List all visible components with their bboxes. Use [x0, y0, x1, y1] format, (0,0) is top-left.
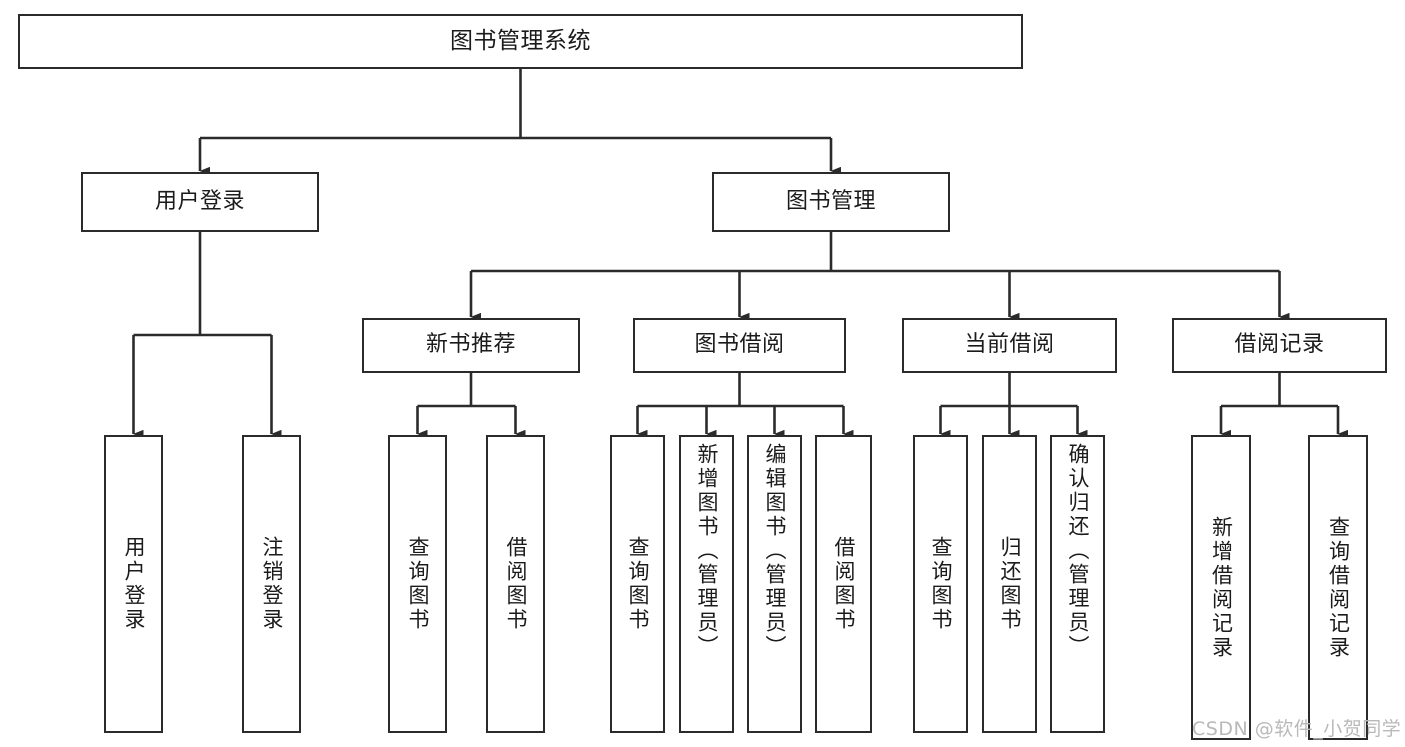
node-label-leaf-confirm-return: 确认归还（管理员） — [1066, 443, 1090, 659]
node-leaf-confirm-return[interactable]: 确认归还（管理员） — [1050, 435, 1105, 733]
node-leaf-return-book[interactable]: 归还图书 — [982, 435, 1037, 733]
node-label-leaf-borrow-book-2: 借阅图书 — [832, 536, 856, 632]
node-label-leaf-user-logout: 注销登录 — [260, 536, 284, 632]
watermark-text: CSDN @软件_小贺同学 — [1192, 718, 1402, 740]
node-root[interactable]: 图书管理系统 — [18, 14, 1023, 69]
node-label-leaf-add-record: 新增借阅记录 — [1209, 515, 1234, 660]
node-label-book-manage: 图书管理 — [785, 188, 876, 214]
node-current-borrow[interactable]: 当前借阅 — [902, 318, 1117, 373]
node-label-leaf-query-book-2: 查询图书 — [626, 536, 650, 632]
node-label-book-borrow: 图书借阅 — [694, 332, 785, 358]
node-label-leaf-add-book: 新增图书（管理员） — [695, 443, 719, 659]
node-user-login[interactable]: 用户登录 — [81, 172, 319, 232]
node-leaf-query-book-2[interactable]: 查询图书 — [610, 435, 665, 733]
node-book-manage[interactable]: 图书管理 — [712, 172, 950, 232]
node-label-leaf-user-login: 用户登录 — [122, 536, 146, 632]
node-label-leaf-edit-book: 编辑图书（管理员） — [763, 443, 787, 659]
node-leaf-user-login[interactable]: 用户登录 — [104, 435, 163, 733]
node-borrow-record[interactable]: 借阅记录 — [1172, 318, 1387, 373]
node-label-leaf-borrow-book-1: 借阅图书 — [504, 536, 528, 632]
node-label-new-book-rec: 新书推荐 — [425, 332, 516, 358]
node-leaf-query-book-3[interactable]: 查询图书 — [913, 435, 968, 733]
node-label-root: 图书管理系统 — [450, 27, 591, 54]
node-leaf-add-record[interactable]: 新增借阅记录 — [1191, 435, 1251, 740]
node-book-borrow[interactable]: 图书借阅 — [633, 318, 846, 373]
node-label-current-borrow: 当前借阅 — [964, 332, 1055, 358]
node-leaf-borrow-book-1[interactable]: 借阅图书 — [486, 435, 545, 733]
node-label-leaf-return-book: 归还图书 — [998, 536, 1022, 632]
node-leaf-user-logout[interactable]: 注销登录 — [242, 435, 301, 733]
node-leaf-borrow-book-2[interactable]: 借阅图书 — [815, 435, 872, 733]
node-label-leaf-query-record: 查询借阅记录 — [1326, 515, 1351, 660]
node-leaf-query-record[interactable]: 查询借阅记录 — [1308, 435, 1368, 740]
node-label-leaf-query-book-3: 查询图书 — [929, 536, 953, 632]
node-label-user-login: 用户登录 — [154, 188, 245, 214]
node-new-book-rec[interactable]: 新书推荐 — [362, 318, 580, 373]
node-label-leaf-query-book-1: 查询图书 — [406, 536, 430, 632]
node-leaf-add-book[interactable]: 新增图书（管理员） — [679, 435, 734, 733]
node-leaf-edit-book[interactable]: 编辑图书（管理员） — [747, 435, 802, 733]
node-label-borrow-record: 借阅记录 — [1234, 332, 1325, 358]
node-leaf-query-book-1[interactable]: 查询图书 — [388, 435, 447, 733]
connector-lines — [132, 69, 1348, 439]
